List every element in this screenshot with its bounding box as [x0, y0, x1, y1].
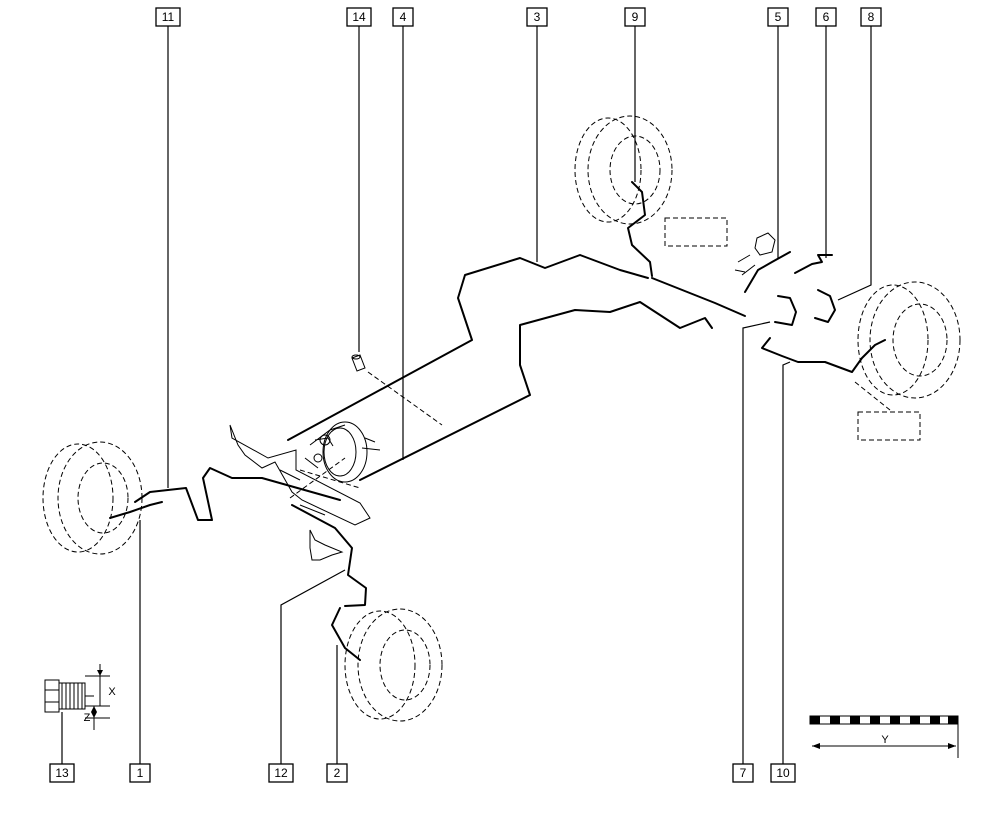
callout-label: 10	[776, 766, 790, 780]
leader-lines	[61, 26, 872, 764]
flex-hose-front-left	[109, 501, 163, 519]
callout-11: 11	[155, 7, 181, 27]
callout-label: 4	[400, 10, 407, 24]
brake-pipe-11	[134, 467, 341, 521]
flex-hose-front-right	[331, 607, 361, 661]
callout-4: 4	[392, 7, 414, 27]
brake-pipe-7	[774, 295, 797, 326]
wheel-front-left	[42, 441, 143, 555]
callout-10: 10	[770, 763, 796, 783]
brake-pipe-6	[794, 254, 833, 274]
brake-pipe-3	[287, 254, 649, 441]
dimension-z-label: Z	[84, 712, 91, 724]
callout-9: 9	[624, 7, 646, 27]
callout-3: 3	[526, 7, 548, 27]
dimension-x-label: X	[108, 686, 116, 698]
scale-bar-label: Y	[881, 734, 889, 746]
brake-pipe-9	[627, 181, 653, 277]
wheel-rear-right	[857, 281, 961, 399]
callout-14: 14	[346, 7, 372, 27]
dashed-leader-rear-right	[854, 381, 891, 411]
callout-label: 3	[534, 10, 541, 24]
callout-label: 11	[162, 10, 175, 24]
callout-label: 7	[740, 766, 747, 780]
callout-label: 13	[55, 766, 69, 780]
dashed-leader-master	[289, 457, 361, 499]
dashed-leader-14	[367, 371, 443, 426]
callout-12: 12	[268, 763, 294, 783]
wheel-rear-left	[574, 115, 673, 225]
scale-bar	[809, 715, 959, 758]
brake-pipe-12	[291, 504, 367, 607]
callout-label: 8	[868, 10, 875, 24]
callout-1: 1	[129, 763, 151, 783]
wheel-front-right	[344, 608, 443, 722]
callout-label: 1	[137, 766, 144, 780]
callout-13: 13	[49, 763, 75, 783]
dashed-box-rear-left	[664, 217, 728, 247]
brake-pipe-rear-left	[651, 277, 746, 317]
callout-label: 6	[823, 10, 830, 24]
front-subframe	[229, 424, 371, 561]
brake-compensator	[734, 232, 776, 276]
callout-8: 8	[860, 7, 882, 27]
callout-2: 2	[326, 763, 348, 783]
brake-pipe-4	[359, 301, 713, 481]
brake-servo-master-cylinder	[304, 421, 381, 483]
dashed-box-rear-right	[857, 411, 921, 441]
callout-label: 5	[775, 10, 782, 24]
brake-pipe-10	[761, 337, 886, 373]
union-nut-detail	[44, 664, 110, 730]
callout-label: 2	[334, 766, 341, 780]
brake-pipe-8	[814, 289, 836, 323]
callout-5: 5	[767, 7, 789, 27]
callout-6: 6	[815, 7, 837, 27]
callout-label: 9	[632, 10, 639, 24]
callout-label: 12	[274, 766, 288, 780]
brake-pipe-5	[744, 251, 791, 293]
part-14-union	[351, 354, 366, 372]
callout-7: 7	[732, 763, 754, 783]
callout-label: 14	[352, 10, 366, 24]
